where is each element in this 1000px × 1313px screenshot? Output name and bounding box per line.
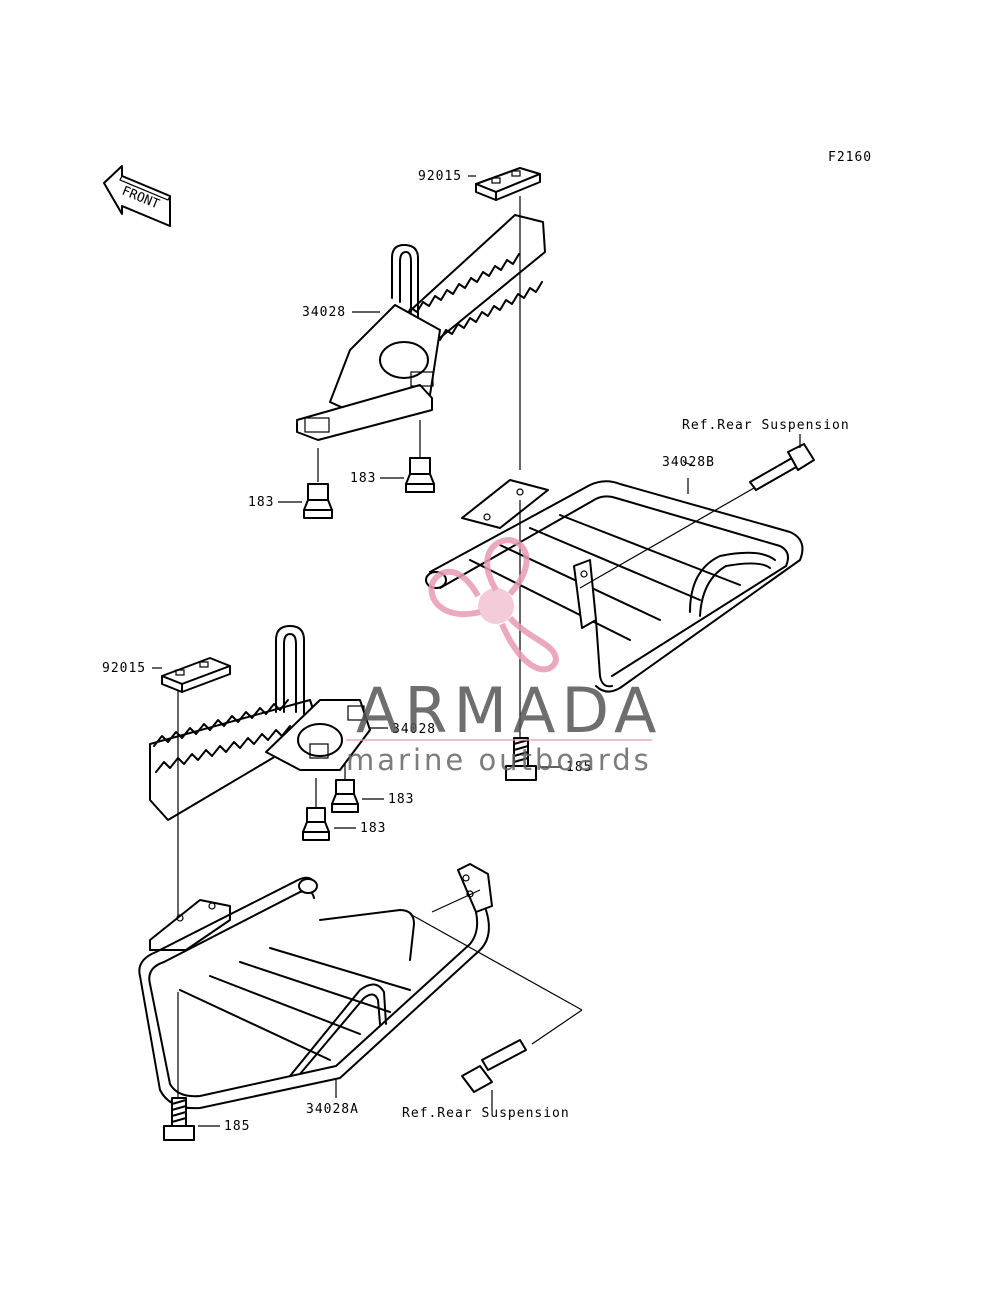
nut-183-lower-a	[331, 779, 359, 813]
label-185-left: 185	[224, 1119, 250, 1134]
label-34028-upper: 34028	[302, 305, 346, 320]
figure-code: F2160	[828, 150, 872, 165]
nut-183-upper-right	[405, 457, 435, 493]
lower-step-cap	[161, 657, 231, 693]
label-183-lower-a: 183	[388, 792, 414, 807]
label-34028B: 34028B	[662, 455, 715, 470]
upper-footpeg	[296, 214, 546, 441]
nut-183-lower-b	[302, 807, 330, 841]
label-183-upper-left: 183	[248, 495, 274, 510]
label-185-right: 185	[566, 760, 592, 775]
bolt-185-right	[505, 737, 537, 781]
label-34028-lower: 34028	[392, 722, 436, 737]
nut-183-upper-left	[303, 483, 333, 519]
guard-34028A	[138, 863, 493, 1110]
front-arrow-icon: FRONT	[103, 165, 171, 227]
upper-step-cap	[475, 167, 541, 201]
label-183-upper-right: 183	[350, 471, 376, 486]
label-34028A: 34028A	[306, 1102, 359, 1117]
label-92015-upper: 92015	[418, 169, 462, 184]
bolt-185-left	[163, 1097, 195, 1141]
watermark-tagline: marine outboards	[346, 743, 652, 777]
propeller-logo	[428, 536, 560, 673]
armada-watermark: ARMADA marine outboards	[346, 536, 662, 777]
label-92015-lower: 92015	[102, 661, 146, 676]
label-ref-lower: Ref.Rear Suspension	[402, 1106, 570, 1121]
label-ref-upper: Ref.Rear Suspension	[682, 418, 850, 433]
guard-34028B	[425, 479, 804, 693]
bolt-ref-rear-suspension-lower	[461, 1039, 527, 1093]
label-183-lower-b: 183	[360, 821, 386, 836]
bolt-ref-rear-suspension-upper	[749, 443, 815, 491]
lower-footpeg	[149, 625, 371, 821]
watermark-brand: ARMADA	[356, 674, 662, 747]
